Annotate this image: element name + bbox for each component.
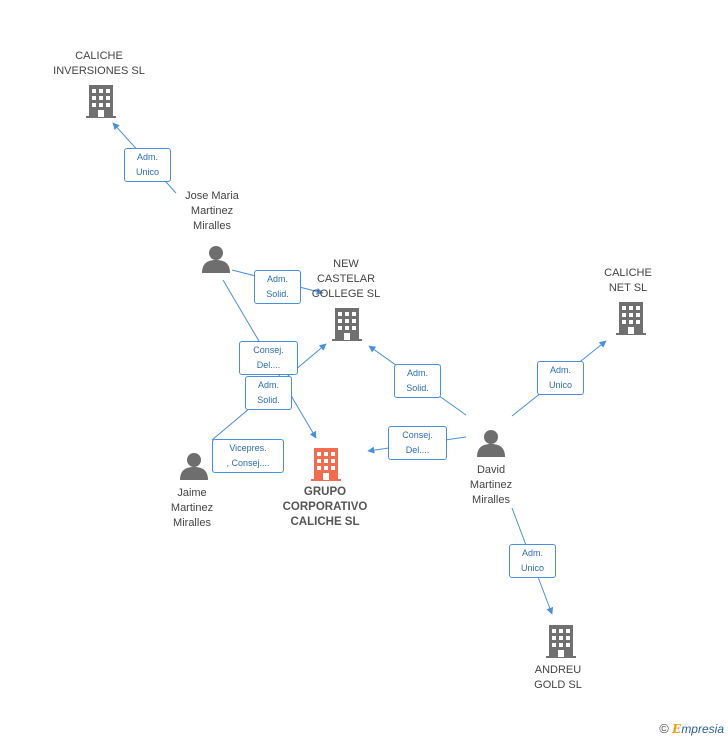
edge-label-adm-solid: Adm. Solid. (254, 270, 301, 304)
company-label-andreu-gold[interactable]: ANDREU GOLD SL (534, 664, 582, 691)
company-label-grupo-corporativo[interactable]: GRUPO CORPORATIVO CALICHE SL (282, 486, 368, 528)
person-label-jose-maria[interactable]: Jose Maria Martinez Miralles (185, 190, 239, 232)
person-label-jaime[interactable]: Jaime Martinez Miralles (170, 487, 214, 529)
edge-label-adm-unico: Adm. Unico (124, 148, 171, 182)
company-label-caliche-net[interactable]: CALICHE NET SL (604, 267, 652, 294)
edge-label-adm-solid: Adm. Solid. (394, 364, 441, 398)
brand-logo-text: mpresia (681, 722, 724, 736)
copyright-icon: © (659, 721, 669, 736)
edge-label-vicepres-consej: Vicepres. , Consej.... (212, 439, 284, 473)
person-icon (202, 246, 230, 273)
building-icon (546, 625, 576, 658)
company-label-caliche-inversiones[interactable]: CALICHE INVERSIONES SL (53, 50, 145, 77)
edge-label-adm-unico: Adm. Unico (537, 361, 584, 395)
building-icon (86, 85, 116, 118)
brand-footer[interactable]: © Empresia (659, 721, 724, 736)
brand-logo-letter: E (672, 722, 682, 736)
edge-label-consej-del: Consej. Del.... (388, 426, 447, 460)
edge-label-adm-solid: Adm. Solid. (245, 376, 292, 410)
edge-label-adm-unico: Adm. Unico (509, 544, 556, 578)
company-label-new-castelar[interactable]: NEW CASTELAR COLLEGE SL (311, 258, 381, 300)
building-icon-main (311, 448, 341, 481)
person-label-david[interactable]: David Martinez Miralles (469, 464, 513, 506)
building-icon (332, 308, 362, 341)
person-icon (477, 430, 505, 457)
building-icon (616, 302, 646, 335)
person-icon (180, 453, 208, 480)
edge-label-consej-del: Consej. Del.... (239, 341, 298, 375)
